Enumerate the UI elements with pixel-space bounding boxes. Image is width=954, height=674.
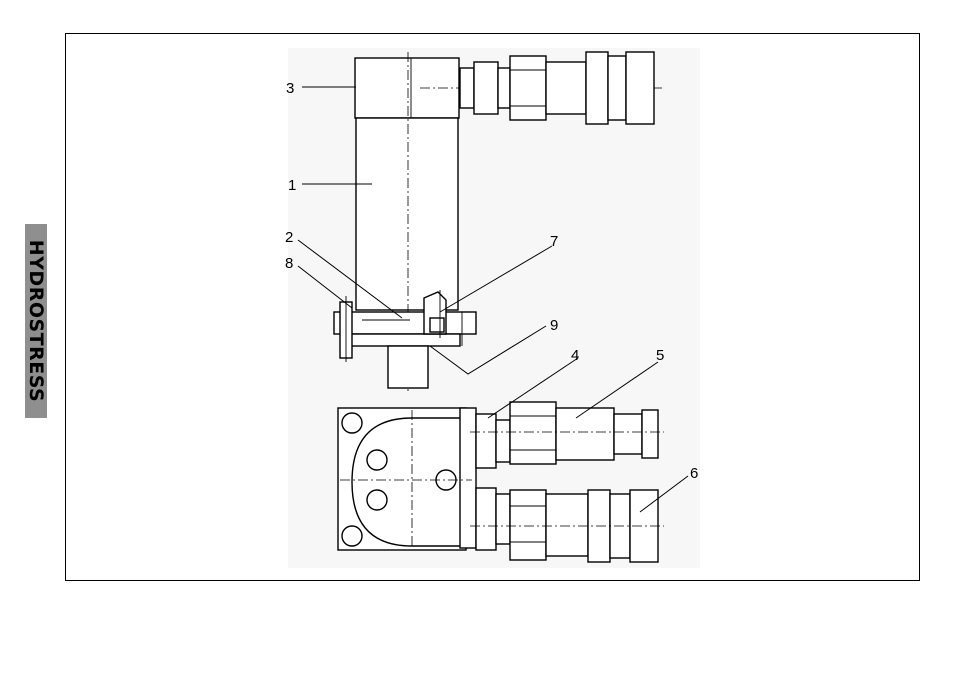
callout-5: 5 — [656, 347, 664, 364]
callout-4: 4 — [571, 347, 579, 364]
callout-6: 6 — [690, 465, 698, 482]
cylinder-part-1 — [356, 118, 458, 310]
coupling-part-5 — [556, 408, 614, 460]
coupling-part-4 — [510, 402, 556, 464]
callout-1: 1 — [288, 177, 296, 194]
callout-7: 7 — [550, 233, 558, 250]
callout-3: 3 — [286, 80, 294, 97]
callout-8: 8 — [285, 255, 293, 272]
callout-9: 9 — [550, 317, 558, 334]
callout-2: 2 — [285, 229, 293, 246]
